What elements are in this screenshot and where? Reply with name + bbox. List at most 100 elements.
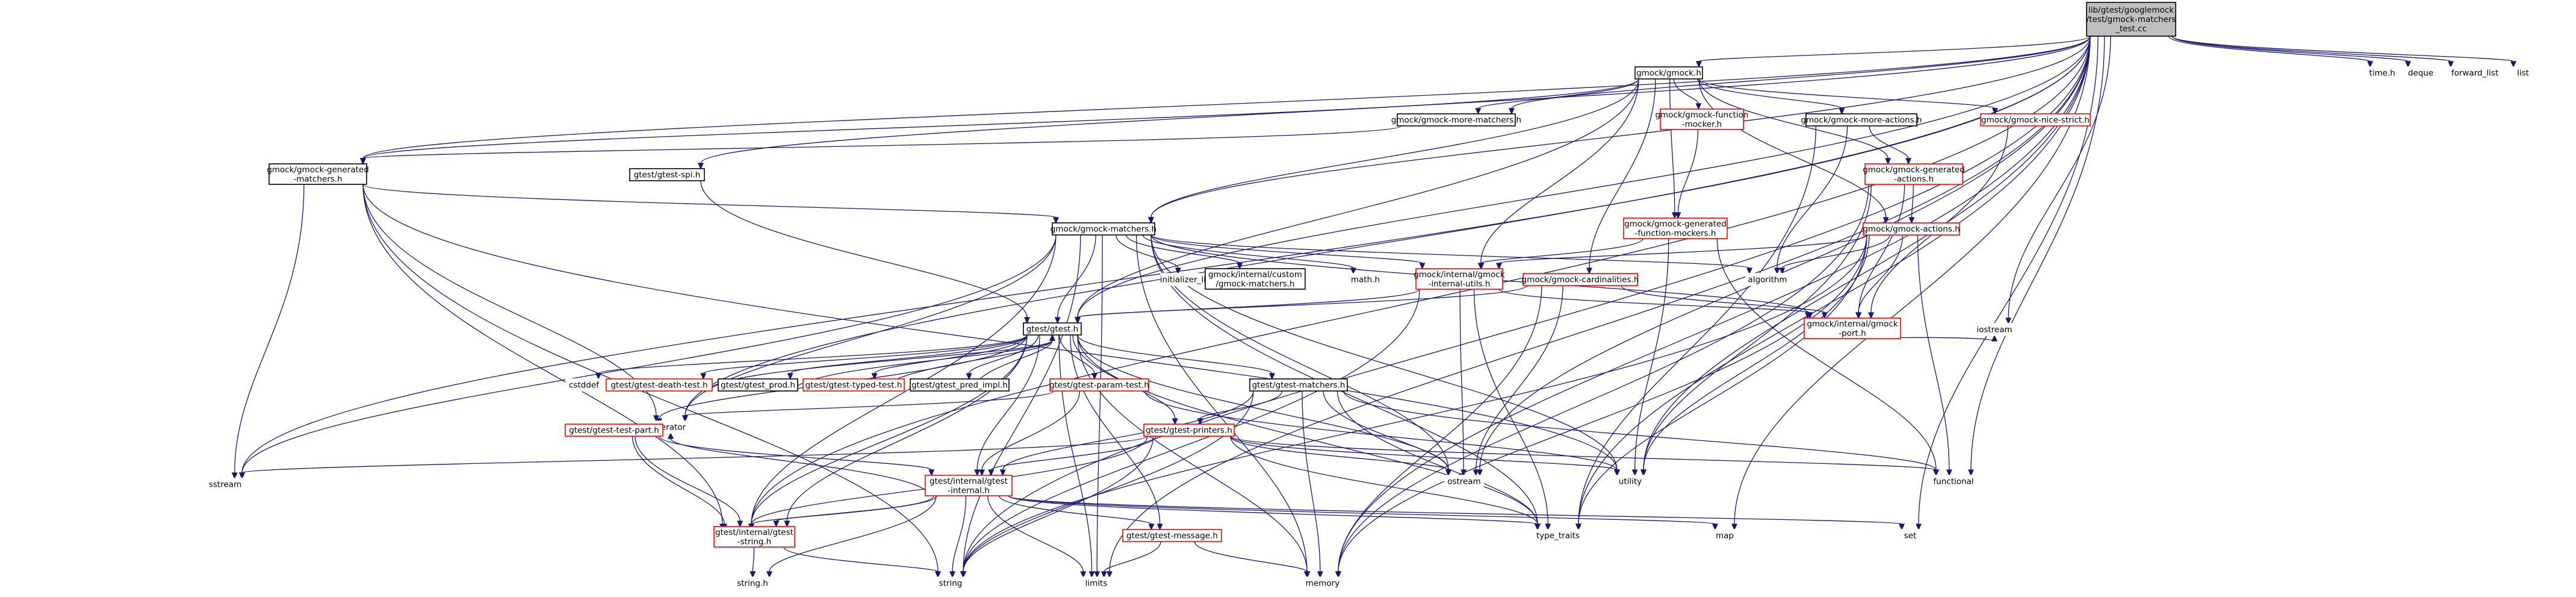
edge-arrowhead xyxy=(988,469,995,477)
node-gmock-function-mocker[interactable]: gmock/gmock-function-mocker.h xyxy=(1655,108,1749,130)
node-gmock-internal-utils[interactable]: gmock/internal/gmock-internal-utils.h xyxy=(1414,268,1505,290)
edge-arrowhead xyxy=(1586,267,1592,275)
edge-arrowhead xyxy=(1534,524,1541,531)
node-custom-matchers[interactable]: gmock/internal/custom/gmock-matchers.h xyxy=(1205,268,1306,290)
edge-line xyxy=(1858,234,1903,313)
edge-gtest_h-to-gtest_internal xyxy=(974,334,1040,477)
edge-arrowhead xyxy=(1080,571,1087,578)
node-box xyxy=(1613,475,1648,488)
node-box xyxy=(1444,475,1484,488)
edge-arrowhead xyxy=(773,520,780,528)
edge-gmock_generated_actions-to-gmock_actions xyxy=(1908,184,1915,224)
edge-arrowhead xyxy=(1049,334,1056,341)
edge-gmock_h-to-gmock_nice_strict xyxy=(1698,78,1998,115)
node-gtest-printers[interactable]: gtest/gtest-printers.h xyxy=(1143,424,1235,437)
edge-arrowhead xyxy=(1746,267,1753,275)
node-gmock-generated-function-mockers[interactable]: gmock/gmock-generated-function-mockers.h xyxy=(1623,217,1728,239)
node-gmock-matchers[interactable]: gmock/gmock-matchers.h xyxy=(1051,222,1156,236)
node-box xyxy=(1205,268,1306,290)
edge-arrowhead xyxy=(1695,103,1702,110)
node-gmock-port[interactable]: gmock/internal/gmock-port.h xyxy=(1804,317,1901,339)
node-gtest-pred-impl[interactable]: gtest/gtest_pred_impl.h xyxy=(910,378,1010,392)
node-gtest-spi[interactable]: gtest/gtest-spi.h xyxy=(629,168,705,181)
edge-line xyxy=(1337,390,1538,525)
edge-line xyxy=(1070,334,1161,525)
node-box xyxy=(713,526,795,548)
node-gtest-death-test[interactable]: gtest/gtest-death-test.h xyxy=(606,378,713,392)
node-memory: memory xyxy=(1303,577,1342,590)
node-gtest-string[interactable]: gtest/internal/gtest-string.h xyxy=(713,526,795,548)
edge-arrowhead xyxy=(681,415,689,422)
edge-line xyxy=(1858,184,1905,313)
edge-arrowhead xyxy=(1088,571,1095,578)
edge-arrowhead xyxy=(1268,373,1275,380)
edge-arrowhead xyxy=(1898,524,1905,531)
edge-line xyxy=(1578,125,1817,525)
node-box xyxy=(1864,163,1963,185)
edge-arrowhead xyxy=(1991,108,1998,115)
edge-line xyxy=(684,36,2091,416)
node-gtest-message[interactable]: gtest/gtest-message.h xyxy=(1122,529,1222,542)
node-gmock-generated-matchers[interactable]: gmock/gmock-generated-matchers.h xyxy=(267,163,369,185)
edge-gtest_internal-to-string xyxy=(949,495,967,578)
edge-gmock_h-to-gmock_more_actions xyxy=(1697,78,1845,115)
node-label-line: -function-mockers.h xyxy=(1635,228,1716,238)
edge-arrowhead xyxy=(1475,108,1482,115)
node-gmock-more-matchers[interactable]: gmock/gmock-more-matchers.h xyxy=(1391,113,1521,127)
edge-line xyxy=(684,390,1054,416)
edge-gtest_h-to-gtest_message xyxy=(1070,334,1163,531)
edge-gmock_cardinalities-to-ostream xyxy=(1473,285,1563,477)
node-gtest-prod[interactable]: gtest/gtest_prod.h xyxy=(718,378,798,392)
node-label-line: gmock/gmock-more-matchers.h xyxy=(1391,116,1521,125)
edge-arrowhead xyxy=(1905,158,1912,165)
node-box xyxy=(1745,273,1790,286)
node-label-line: gtest/gtest.h xyxy=(1026,325,1078,334)
node-gmock-generated-actions[interactable]: gmock/gmock-generated-actions.h xyxy=(1863,163,1965,185)
edge-line xyxy=(362,184,1618,470)
edge-gmock_actions-to-algorithm xyxy=(1779,234,1890,275)
edge-root-to-iostream xyxy=(2005,36,2111,325)
edge-line xyxy=(1142,234,1354,269)
node-label-line: gmock/gmock-generated xyxy=(1863,165,1965,175)
edge-gtest_internal-to-set xyxy=(1008,495,1905,531)
node-gmock-cardinalities[interactable]: gmock/gmock-cardinalities.h xyxy=(1522,273,1639,286)
edge-line xyxy=(963,390,1254,572)
node-box xyxy=(1898,529,1923,542)
edge-gmock_h-to-gmock_more_matchers xyxy=(1475,78,1639,115)
node-gtest-typed-test[interactable]: gtest/gtest-typed-test.h xyxy=(802,378,905,392)
edge-line xyxy=(1077,334,1308,572)
node-gtest-param-test[interactable]: gtest/gtest-param-test.h xyxy=(1049,378,1149,392)
edge-arrowhead xyxy=(2404,61,2412,68)
edge-arrowhead xyxy=(1882,217,1889,224)
edge-gmock_generated_matchers-to-vector xyxy=(362,184,726,531)
node-box xyxy=(1932,475,1975,488)
edge-line xyxy=(1230,436,1937,470)
edge-line xyxy=(362,36,2091,159)
edge-arrowhead xyxy=(1640,469,1647,477)
edge-line xyxy=(1476,285,1563,470)
node-root[interactable]: lib/gtest/googlemock/test/gmock-matchers… xyxy=(2086,2,2176,37)
edges-layer xyxy=(231,36,2517,578)
node-gtest-h[interactable]: gtest/gtest.h xyxy=(1023,322,1082,336)
node-gmock-more-actions[interactable]: gmock/gmock-more-actions.h xyxy=(1801,113,1922,127)
node-gmock-nice-strict[interactable]: gmock/gmock-nice-strict.h xyxy=(1980,113,2091,127)
node-box xyxy=(731,577,774,590)
node-gmock-h[interactable]: gmock/gmock.h xyxy=(1634,66,1703,80)
edge-arrowhead xyxy=(737,520,743,528)
edge-line xyxy=(1096,234,1103,572)
edge-line xyxy=(969,334,1039,374)
node-label-line: lib/gtest/googlemock xyxy=(2088,5,2174,15)
node-label-line: ostream xyxy=(1447,477,1481,487)
edge-gmock_generated_function_mockers-to-gmock_internal_utils xyxy=(1478,238,1643,270)
edge-gmock_more_actions-to-gmock_generated_actions xyxy=(1869,125,1912,165)
node-ostream: ostream xyxy=(1444,475,1484,488)
node-gmock-actions[interactable]: gmock/gmock-actions.h xyxy=(1863,222,1960,236)
node-gtest-internal[interactable]: gtest/internal/gtest-internal.h xyxy=(925,475,1013,496)
node-gtest-test-part[interactable]: gtest/gtest-test-part.h xyxy=(565,424,663,437)
node-gtest-matchers[interactable]: gtest/gtest-matchers.h xyxy=(1249,378,1348,392)
node-label-line: gtest/gtest-death-test.h xyxy=(610,381,707,390)
edge-arrowhead xyxy=(1074,317,1081,324)
node-label-line: gtest/gtest-param-test.h xyxy=(1049,381,1149,390)
edge-line xyxy=(635,436,740,522)
